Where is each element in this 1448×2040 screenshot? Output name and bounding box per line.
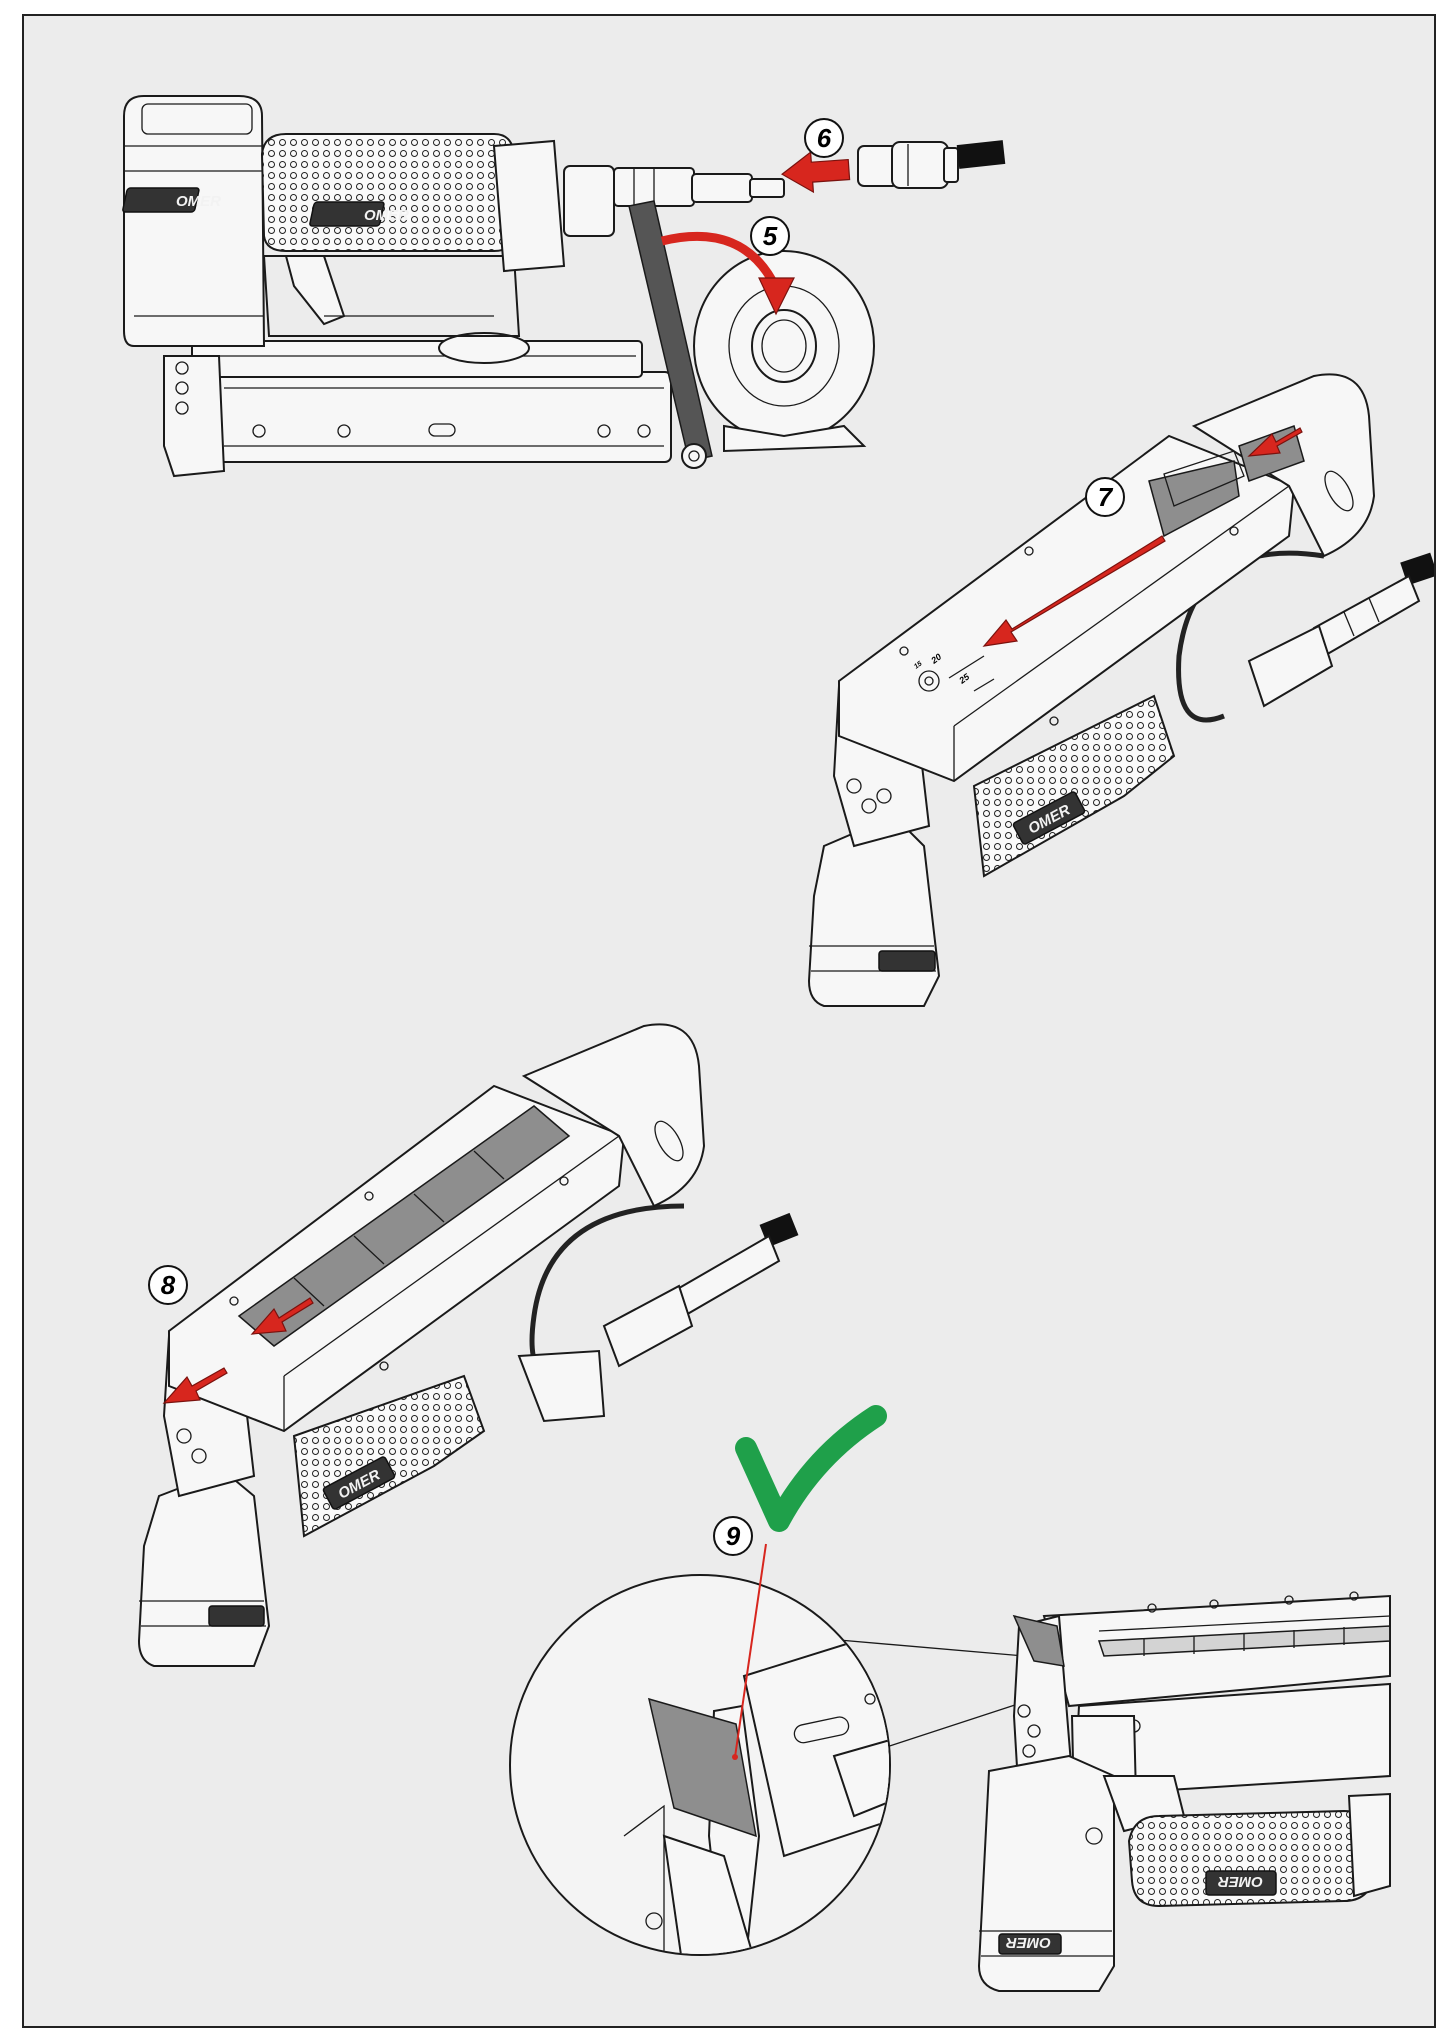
stapler-side-view: OMER OMER <box>122 95 875 478</box>
step-5-label: 5 <box>750 216 790 256</box>
svg-text:7: 7 <box>1098 482 1114 512</box>
svg-text:OMER: OMER <box>176 193 221 210</box>
brand-logo <box>878 950 936 972</box>
checkmark-icon <box>735 1405 887 1532</box>
slide-in-arrow-icon <box>982 427 1303 647</box>
svg-text:8: 8 <box>161 1270 176 1300</box>
diagram-frame: OMER OMER <box>22 14 1438 2028</box>
stapler-top-view-loading: OMER 20 25 15 <box>807 373 1438 1007</box>
step-6-label: 6 <box>804 118 844 158</box>
svg-text:15: 15 <box>913 660 924 670</box>
svg-text:OMER: OMER <box>364 207 409 224</box>
brand-logo: OMER <box>1205 1870 1277 1896</box>
brand-logo: OMER <box>122 187 221 213</box>
brand-logo: OMER <box>998 1933 1062 1955</box>
svg-text:6: 6 <box>817 123 832 153</box>
magnifier-circle-icon <box>509 1574 891 1956</box>
rotate-arrow-icon <box>660 231 795 316</box>
step-9-label: 9 <box>713 1516 753 1556</box>
svg-text:OMER: OMER <box>1218 1873 1263 1890</box>
brand-logo: OMER <box>309 201 409 227</box>
push-down-arrow-icon <box>162 1297 314 1404</box>
step-7-label: 7 <box>1085 477 1125 517</box>
air-hose <box>857 140 1006 189</box>
stapler-top-view-loaded: OMER <box>137 1023 799 1667</box>
svg-text:9: 9 <box>726 1521 741 1551</box>
svg-text:5: 5 <box>763 221 778 251</box>
svg-text:OMER: OMER <box>1006 1934 1051 1951</box>
step-8-label: 8 <box>148 1265 188 1305</box>
connect-arrow-icon <box>780 151 851 194</box>
assembly-diagram: OMER OMER <box>122 95 1438 1992</box>
stapler-front-partial-view: OMER OMER <box>977 1591 1391 1992</box>
